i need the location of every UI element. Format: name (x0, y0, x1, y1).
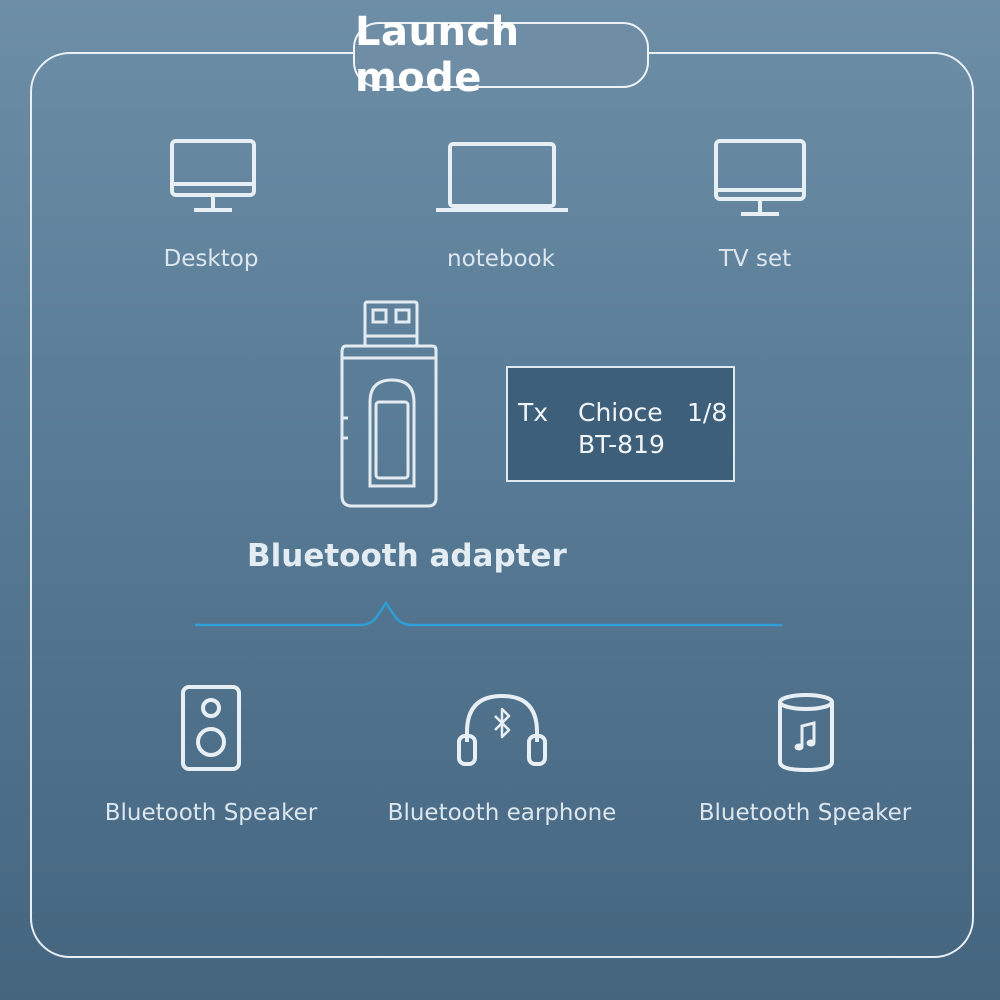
bluetooth-headphones-icon (455, 690, 549, 770)
notebook-label: notebook (447, 246, 555, 272)
cylinder-speaker-icon (776, 692, 836, 774)
bluetooth-speaker-label-1: Bluetooth Speaker (104, 800, 318, 826)
adapter-display-screen: Tx Chioce 1/8 BT-819 (506, 366, 735, 482)
screen-device-name: BT-819 (578, 430, 665, 459)
tv-icon (713, 138, 807, 220)
speaker-box-icon (180, 684, 242, 772)
screen-choice-label: Chioce (578, 398, 663, 427)
title-badge: Launch mode (353, 9, 649, 101)
screen-choice-value: 1/8 (687, 398, 728, 427)
page-title: Launch mode (355, 9, 520, 101)
bluetooth-earphone-label: Bluetooth earphone (387, 800, 617, 826)
connection-divider (0, 595, 1000, 635)
adapter-label: Bluetooth adapter (247, 538, 567, 574)
bluetooth-speaker-label-2: Bluetooth Speaker (698, 800, 912, 826)
usb-bluetooth-adapter-icon (330, 298, 440, 510)
screen-mode: Tx (518, 398, 549, 427)
tv-set-label: TV set (718, 246, 792, 272)
desktop-monitor-icon (168, 138, 258, 218)
desktop-label: Desktop (163, 246, 259, 272)
laptop-icon (434, 140, 570, 216)
